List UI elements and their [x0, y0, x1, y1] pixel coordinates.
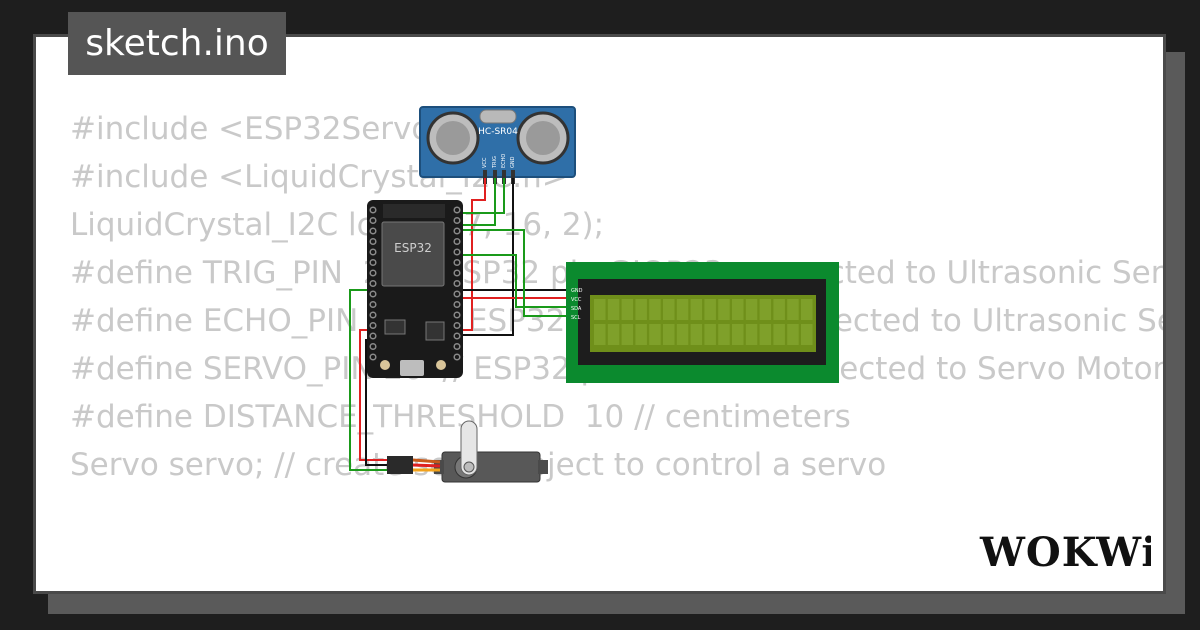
- file-tab[interactable]: sketch.ino: [68, 12, 286, 75]
- lcd-cell: [663, 324, 675, 345]
- lcd-cell: [676, 324, 689, 345]
- lcd-cell: [718, 299, 730, 320]
- esp32-pin: [369, 342, 377, 351]
- lcd-cell: [732, 324, 744, 345]
- esp32-pin: [369, 290, 377, 298]
- sensor-pin-label: GND: [510, 156, 516, 168]
- lcd-cell: [621, 324, 634, 345]
- esp32-pin: [369, 216, 377, 225]
- lcd-pin-label: SDA: [571, 306, 582, 312]
- esp32-pin: [369, 258, 377, 267]
- lcd-pin-label: VCC: [571, 297, 582, 303]
- lcd-cell: [621, 299, 634, 320]
- esp32-pin: [369, 311, 377, 319]
- lcd-cell: [635, 324, 647, 345]
- lcd-pin-label: GND: [571, 288, 583, 294]
- esp32-pin: [453, 279, 461, 288]
- lcd-cell: [801, 299, 813, 320]
- lcd-cell: [773, 299, 785, 320]
- lcd-cell: [649, 324, 661, 345]
- lcd-cell: [607, 324, 620, 345]
- code-line: #define DISTANCE_THRESHOLD 10 // centime…: [70, 399, 851, 435]
- esp32-pin: [453, 248, 461, 256]
- esp32-pin: [369, 227, 377, 235]
- esp32-board[interactable]: ESP32: [367, 200, 463, 378]
- lcd-cell: [773, 324, 785, 345]
- esp32-pin: [369, 269, 377, 277]
- wire-green: [463, 178, 505, 214]
- esp32-pin: [453, 290, 461, 298]
- lcd-cell: [801, 324, 813, 345]
- esp32-pin: [369, 332, 377, 340]
- lcd-cell: [732, 299, 744, 320]
- esp32-pin: [369, 237, 377, 246]
- lcd-cell: [690, 324, 703, 345]
- lcd-cell: [690, 299, 703, 320]
- wire-green: [463, 254, 566, 308]
- sensor-pin-label: TRIG: [492, 156, 498, 169]
- wire-green: [463, 229, 566, 317]
- ultrasonic-sensor[interactable]: HC-SR04 VCC TRIG ECHO GND: [419, 106, 576, 184]
- wires: [349, 178, 566, 472]
- wire-red: [359, 329, 387, 461]
- esp32-pin: [369, 300, 377, 309]
- esp32-pin: [369, 353, 377, 361]
- esp32-pin: [453, 332, 461, 340]
- lcd-cell: [594, 299, 606, 320]
- esp32-pin: [369, 279, 377, 288]
- esp32-pin: [369, 248, 377, 256]
- lcd-cell: [759, 299, 772, 320]
- esp32-pin: [369, 206, 377, 214]
- lcd-display[interactable]: GND VCC SDA SCL: [566, 262, 839, 383]
- wire-red: [463, 178, 486, 331]
- esp32-pin: [453, 269, 461, 277]
- ultrasonic-label: HC-SR04: [478, 127, 518, 137]
- esp32-pin: [453, 321, 461, 330]
- sensor-pin-label: VCC: [482, 157, 488, 168]
- servo-motor[interactable]: [387, 420, 548, 483]
- wokwi-logo: WOKWi: [979, 529, 1151, 576]
- lcd-cell: [676, 299, 689, 320]
- sensor-pin-label: ECHO: [501, 154, 507, 168]
- lcd-cell: [787, 299, 799, 320]
- lcd-cell: [663, 299, 675, 320]
- esp32-pin: [453, 216, 461, 225]
- lcd-pin-label: SCL: [571, 315, 581, 321]
- lcd-cell: [635, 299, 647, 320]
- esp32-pin: [453, 342, 461, 351]
- esp32-label: ESP32: [394, 241, 432, 255]
- lcd-cell: [649, 299, 661, 320]
- esp32-pin: [453, 227, 461, 235]
- esp32-pin: [453, 237, 461, 246]
- wire-green: [349, 289, 387, 471]
- lcd-cell: [594, 324, 606, 345]
- esp32-pin: [453, 300, 461, 309]
- wire-black: [463, 178, 514, 336]
- lcd-cell: [759, 324, 772, 345]
- lcd-cell: [787, 324, 799, 345]
- esp32-pin: [453, 206, 461, 214]
- lcd-cell: [745, 324, 758, 345]
- esp32-pin: [369, 321, 377, 330]
- esp32-pin: [453, 353, 461, 361]
- esp32-pin: [453, 258, 461, 267]
- lcd-cell: [745, 299, 758, 320]
- lcd-cell: [718, 324, 730, 345]
- wire-black: [365, 339, 387, 466]
- lcd-cell: [704, 299, 716, 320]
- lcd-cell: [704, 324, 716, 345]
- lcd-cell: [607, 299, 620, 320]
- wokwi-logo-text: WOKWi: [979, 529, 1151, 576]
- wire-green: [463, 178, 496, 226]
- esp32-pin: [453, 311, 461, 319]
